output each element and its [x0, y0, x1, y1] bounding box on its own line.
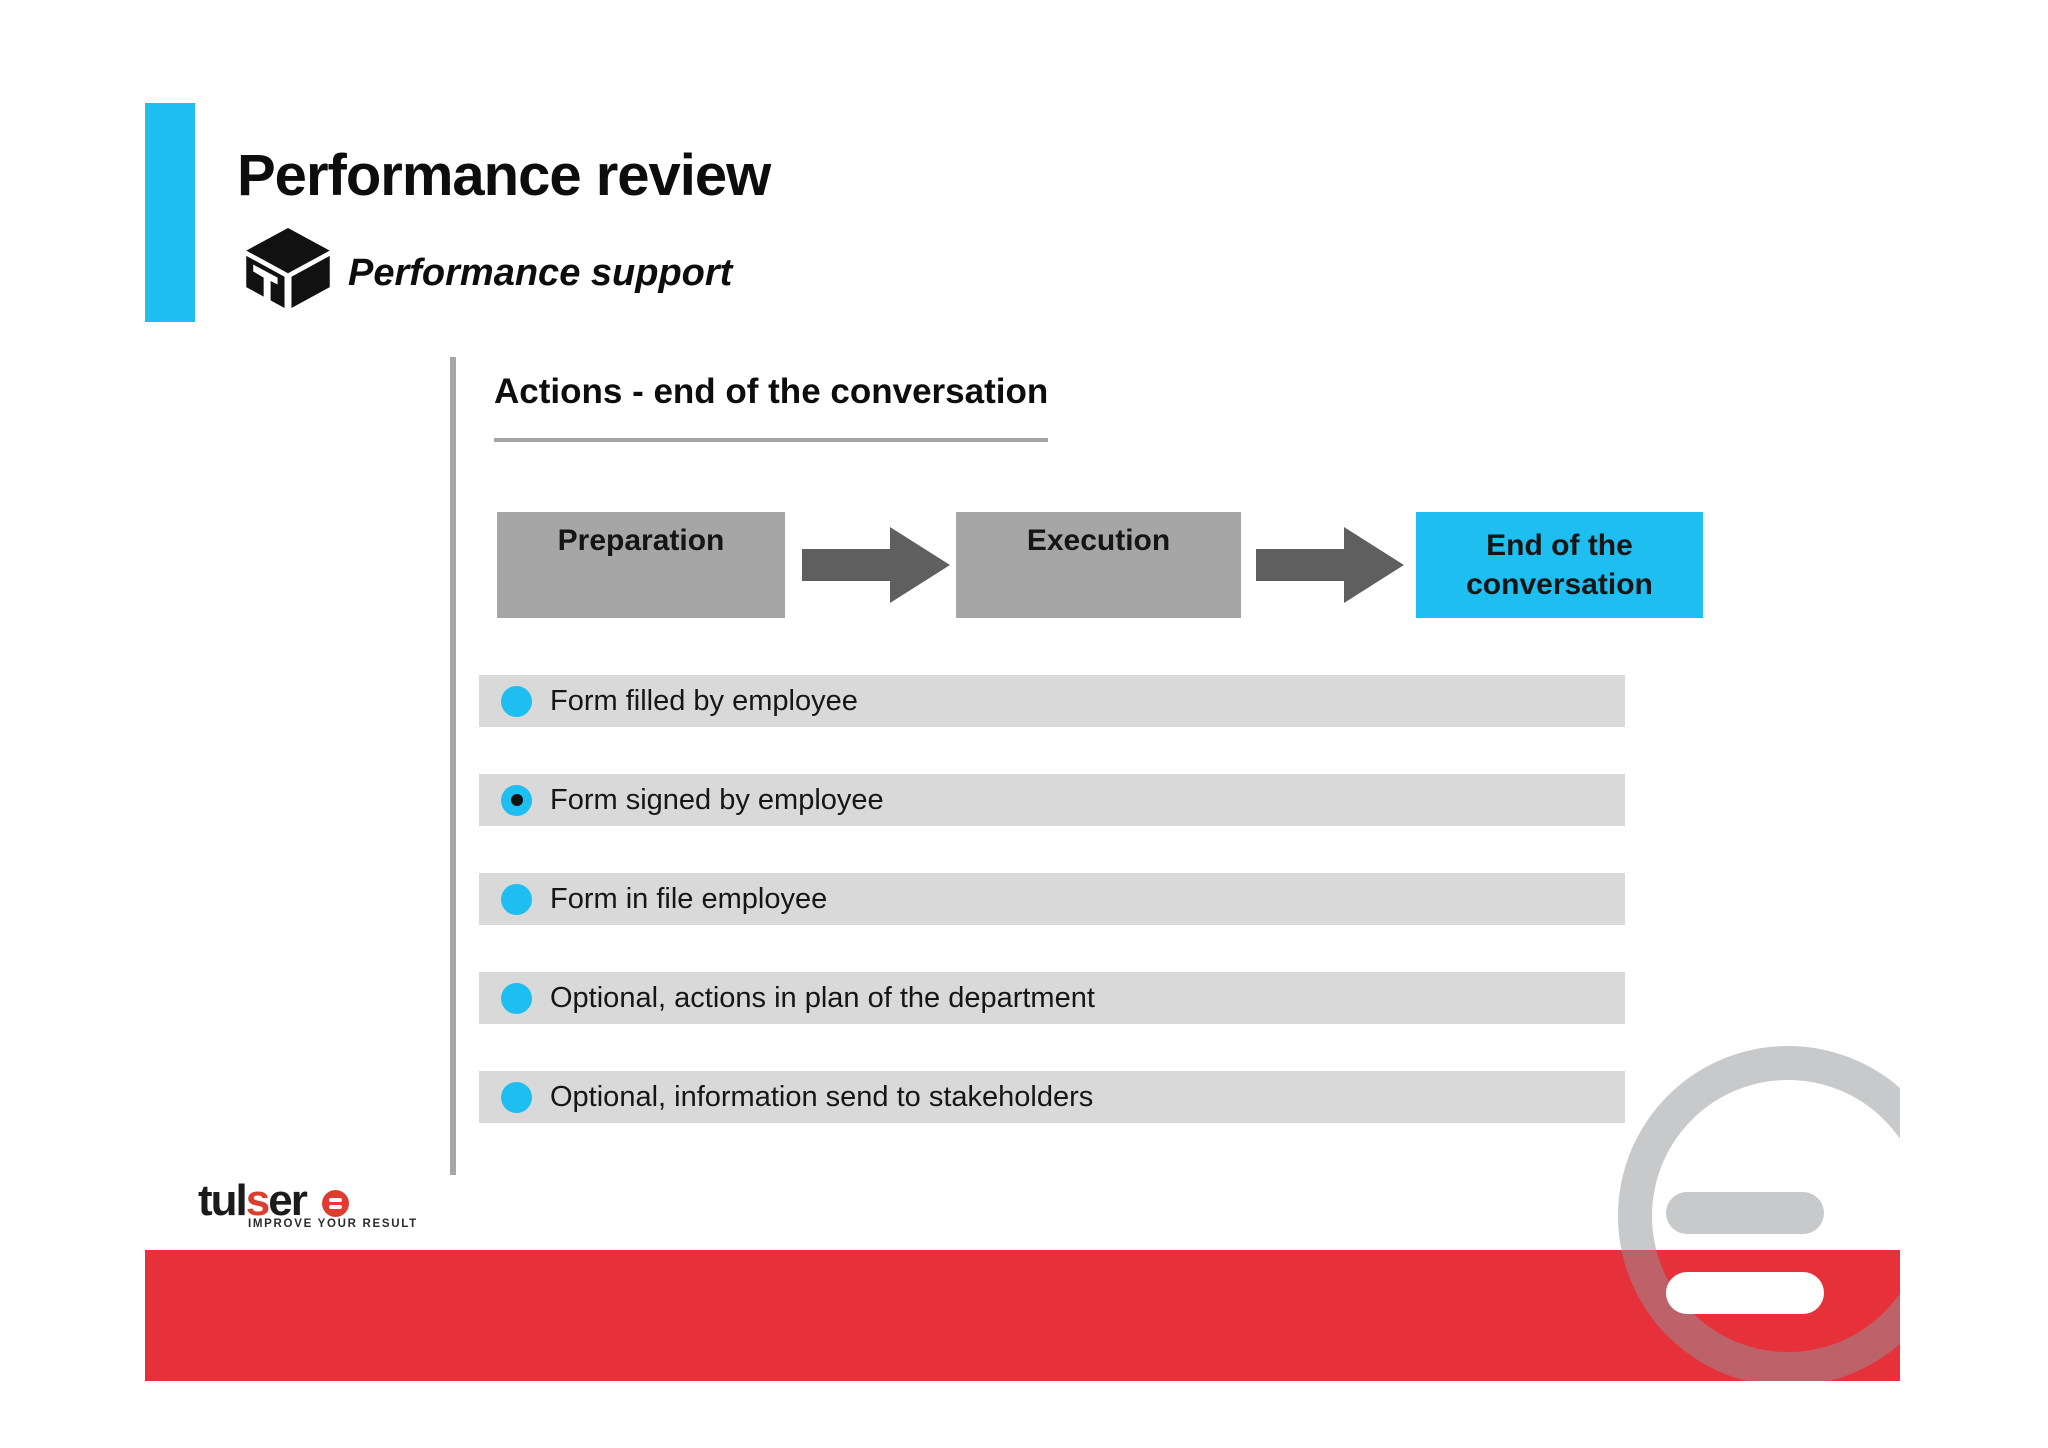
arrow-right-icon [1256, 527, 1404, 603]
logo-wordmark: tulser [198, 1176, 308, 1226]
flow-step-end-of-conversation: End of the conversation [1416, 512, 1703, 618]
accent-bar [145, 103, 195, 322]
checklist-row: Form in file employee [479, 873, 1625, 925]
section-heading: Actions - end of the conversation [494, 372, 1049, 411]
arrow-right-icon [802, 527, 950, 603]
checklist-label: Optional, information send to stakeholde… [550, 1080, 1094, 1113]
flow-step-execution: Execution [956, 512, 1241, 618]
page-subtitle: Performance support [348, 252, 733, 294]
logo-circle-icon [322, 1190, 349, 1217]
bullet-circle-icon [501, 883, 532, 915]
tulser-logo: tulser IMPROVE YOUR RESULT [198, 1176, 438, 1246]
checklist-row: Form signed by employee [479, 774, 1625, 826]
bullet-circle-icon [501, 982, 532, 1014]
heading-underline [494, 438, 1048, 442]
logo-part: er [268, 1176, 308, 1225]
cube-icon [246, 228, 330, 308]
checklist-label: Form filled by employee [550, 684, 858, 717]
checklist-label: Form in file employee [550, 882, 828, 915]
flow-step-label: Execution [1026, 524, 1171, 557]
logo-part: tul [198, 1176, 248, 1225]
bullet-circle-icon [501, 1081, 532, 1113]
page-title: Performance review [237, 143, 771, 208]
checklist-label: Optional, actions in plan of the departm… [550, 981, 1095, 1014]
checklist-row: Form filled by employee [479, 675, 1625, 727]
bullet-circle-icon [501, 685, 532, 717]
watermark-bar-gray [1666, 1192, 1824, 1234]
section-divider-line [450, 357, 456, 1175]
checklist-row: Optional, information send to stakeholde… [479, 1071, 1625, 1123]
footer-red-band [145, 1250, 1900, 1381]
checklist: Form filled by employee Form signed by e… [479, 675, 1625, 1170]
checklist-row: Optional, actions in plan of the departm… [479, 972, 1625, 1024]
logo-part: s [245, 1176, 271, 1225]
flow-step-preparation: Preparation [497, 512, 785, 618]
flow-step-label: Preparation [557, 524, 725, 557]
flow-step-label: End of the conversation [1466, 529, 1653, 601]
logo-tagline: IMPROVE YOUR RESULT [248, 1218, 418, 1230]
checklist-label: Form signed by employee [550, 783, 884, 816]
bullet-circle-icon [501, 784, 532, 816]
